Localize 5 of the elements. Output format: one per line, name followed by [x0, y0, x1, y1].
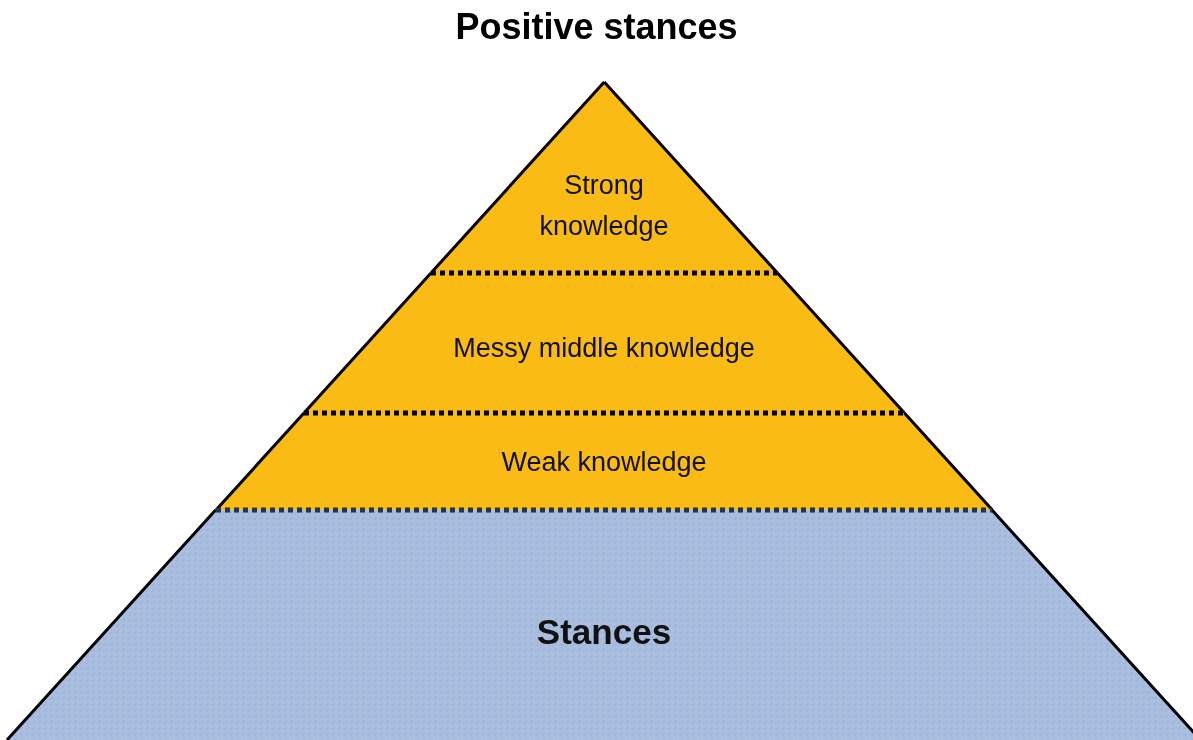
title: Positive stances [455, 6, 738, 48]
tier-label: Weak knowledge [501, 446, 707, 479]
tier-label: Stances [536, 611, 672, 653]
tier-label: Messy middle knowledge [453, 332, 755, 365]
tier-label: Strong knowledge [538, 169, 670, 243]
